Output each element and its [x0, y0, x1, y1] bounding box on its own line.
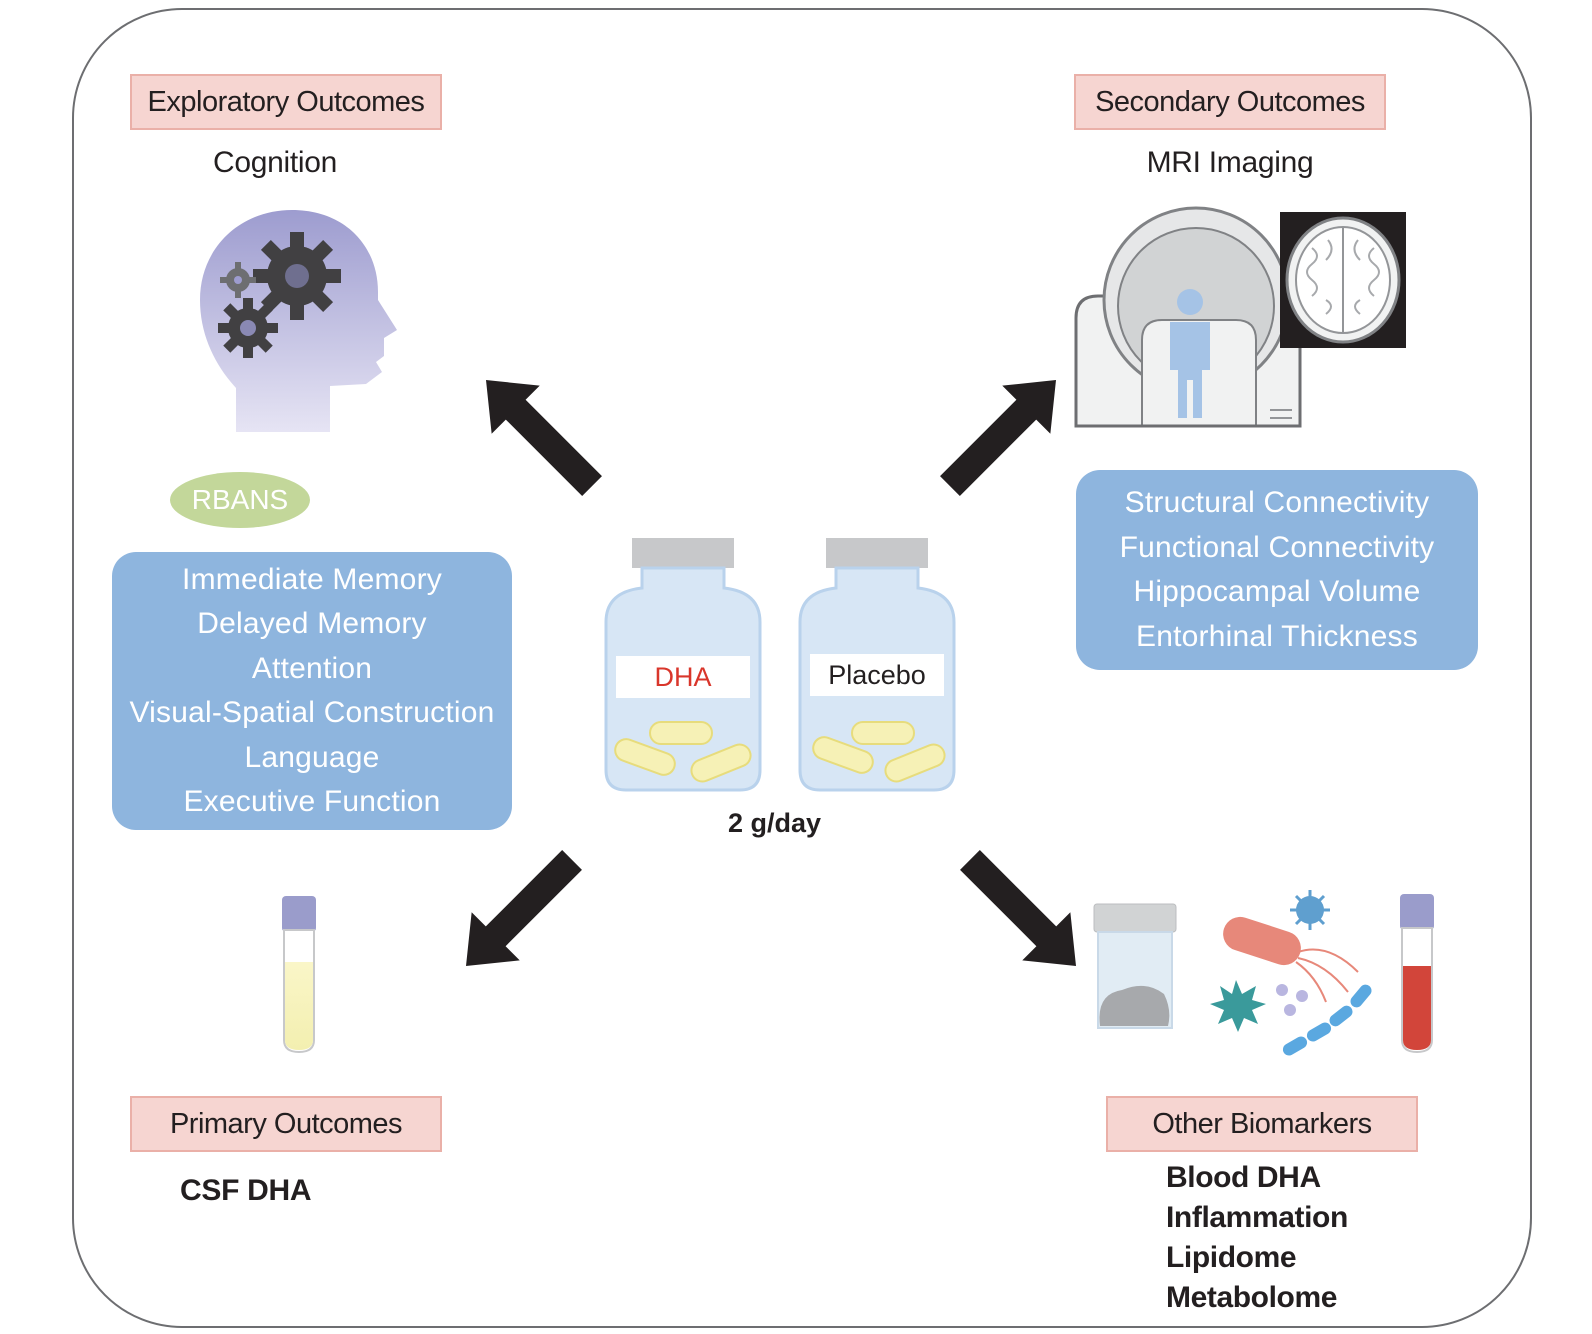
dose-label: 2 g/day — [728, 808, 822, 838]
cognition-subtitle: Cognition — [212, 146, 338, 179]
domain-item: Delayed Memory — [197, 607, 427, 640]
biomarker-item: Metabolome — [1166, 1281, 1338, 1314]
dha-label: DHA — [616, 656, 750, 698]
biomarker-item: Lipidome — [1166, 1241, 1297, 1274]
primary-outcomes-label: Primary Outcomes — [130, 1096, 442, 1152]
arrows — [466, 380, 1076, 966]
diagram-frame — [72, 8, 1532, 1328]
arrow-to-exploratory — [486, 380, 602, 496]
csf-tube-icon — [282, 896, 316, 1054]
biomarker-list: Blood DHA Inflammation Lipidome Metabolo… — [1166, 1158, 1348, 1318]
measure-item: Functional Connectivity — [1119, 530, 1435, 564]
domain-item: Executive Function — [183, 785, 441, 818]
placebo-label: Placebo — [810, 654, 944, 696]
measure-item: Hippocampal Volume — [1133, 575, 1421, 608]
other-biomarkers-label: Other Biomarkers — [1106, 1096, 1418, 1152]
mri-scanner-icon — [1074, 206, 1302, 428]
exploratory-outcomes-label: Exploratory Outcomes — [130, 74, 442, 130]
arrow-to-secondary — [940, 380, 1056, 496]
head-gears-icon — [200, 210, 397, 432]
domain-item: Language — [244, 740, 380, 774]
mri-measures-box: Structural Connectivity Functional Conne… — [1076, 470, 1478, 670]
domain-item: Immediate Memory — [182, 562, 442, 596]
microbes-icon — [1210, 890, 1372, 1056]
arrow-to-primary — [466, 850, 582, 966]
measure-item: Structural Connectivity — [1124, 486, 1430, 519]
secondary-outcomes-label: Secondary Outcomes — [1074, 74, 1386, 130]
cognitive-domains-box: Immediate Memory Delayed Memory Attentio… — [112, 552, 512, 830]
biomarker-item: Blood DHA — [1166, 1161, 1321, 1194]
blood-tube-icon — [1400, 894, 1434, 1054]
domain-item: Visual-Spatial Construction — [129, 696, 495, 729]
csf-dha-subtitle: CSF DHA — [180, 1174, 312, 1207]
arrow-to-biomarkers — [960, 850, 1076, 966]
rbans-badge: RBANS — [170, 472, 310, 528]
biomarker-item: Inflammation — [1166, 1201, 1348, 1234]
domain-item: Attention — [251, 651, 373, 685]
stool-sample-icon — [1093, 903, 1177, 1029]
brain-scan-icon — [1280, 212, 1406, 348]
mri-imaging-subtitle: MRI Imaging — [1146, 146, 1314, 179]
measure-item: Entorhinal Thickness — [1136, 619, 1418, 653]
